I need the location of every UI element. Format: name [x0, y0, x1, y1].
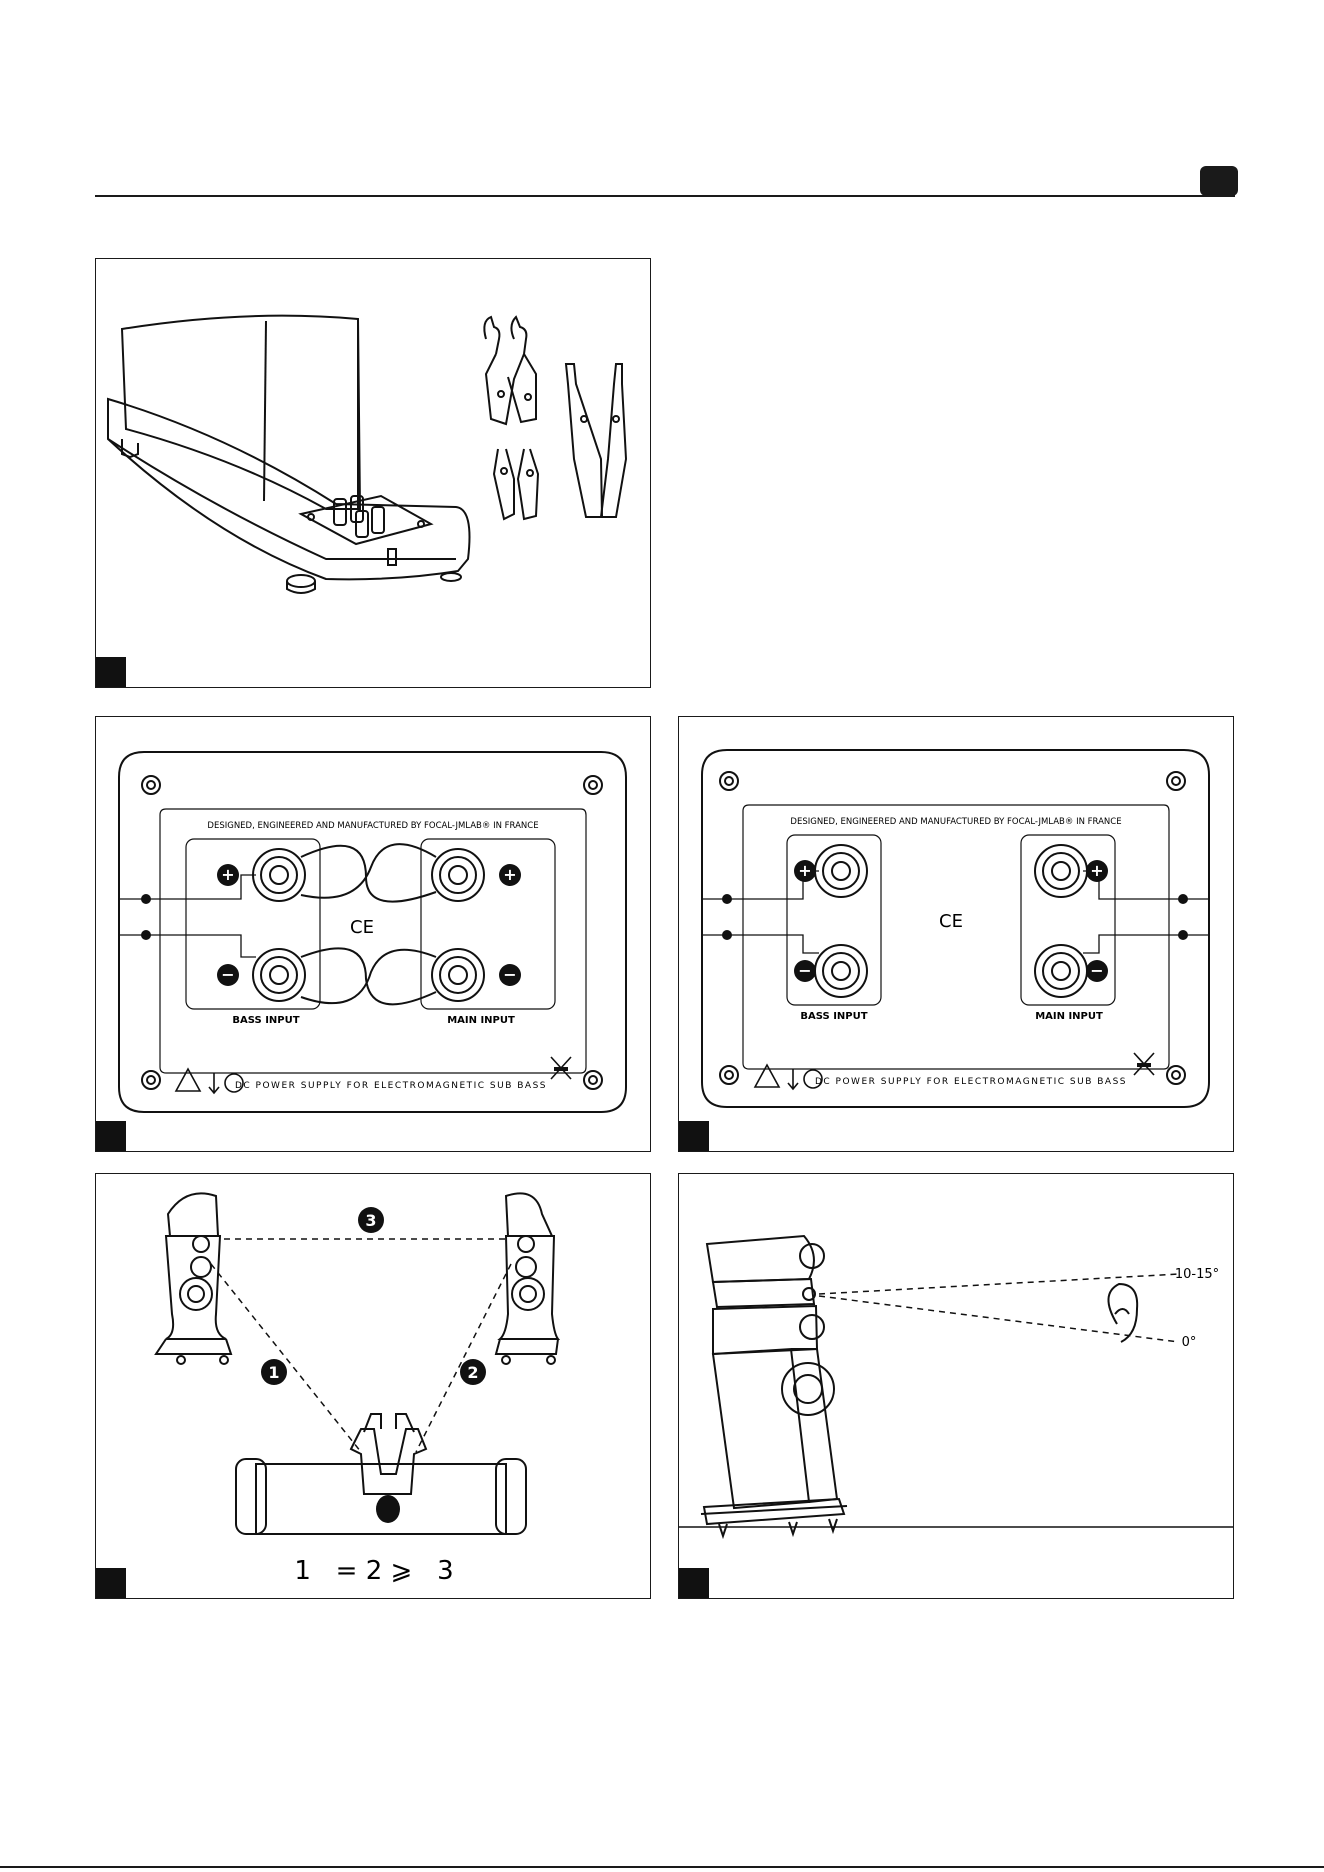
marker-3: 3: [365, 1211, 376, 1230]
speaker-base-illustration: [107, 314, 628, 594]
figure-listening-height: 10-15° 0°: [678, 1173, 1234, 1599]
plus-symbol: +: [1090, 861, 1103, 880]
minus-symbol: −: [221, 965, 234, 984]
marker-1: 1: [268, 1363, 279, 1382]
header-rule: [95, 195, 1235, 197]
minus-symbol: −: [503, 965, 516, 984]
ce-mark: CE: [350, 917, 374, 938]
minus-symbol: −: [1090, 961, 1103, 980]
listening-triangle-illustration: 3 1 2 1 = 2 ⩾ 3: [154, 1192, 561, 1586]
plate-header-text: DESIGNED, ENGINEERED AND MANUFACTURED BY…: [207, 821, 538, 831]
plus-symbol: +: [221, 865, 234, 884]
distance-formula: 1 = 2 ⩾ 3: [294, 1556, 453, 1586]
page-tab-marker: [1200, 166, 1238, 196]
figure-speaker-terminals: [95, 258, 651, 688]
plate-header-text: DESIGNED, ENGINEERED AND MANUFACTURED BY…: [790, 817, 1121, 827]
figure-number-tag: [96, 657, 126, 687]
figure-number-tag: [679, 1568, 709, 1598]
figure-number-tag: [96, 1121, 126, 1151]
marker-2: 2: [467, 1363, 478, 1382]
main-input-label: MAIN INPUT: [447, 1015, 515, 1026]
angle-bottom-label: 0°: [1182, 1335, 1197, 1350]
ce-mark: CE: [939, 911, 963, 932]
plate-footer-text: DC POWER SUPPLY FOR ELECTROMAGNETIC SUB …: [235, 1081, 547, 1091]
bass-input-label: BASS INPUT: [800, 1011, 867, 1022]
plus-symbol: +: [798, 861, 811, 880]
plus-symbol: +: [503, 865, 516, 884]
minus-symbol: −: [798, 961, 811, 980]
figure-terminal-plate-biwire: + − + − DESIGNED, ENGINEERED AND MANUFAC…: [678, 716, 1234, 1152]
listening-height-illustration: 10-15° 0°: [679, 1234, 1233, 1540]
terminal-plate-bridged-illustration: + − + − DESIGNED, ENGINEERED AND MANUFAC…: [118, 751, 627, 1113]
plate-footer-text: DC POWER SUPPLY FOR ELECTROMAGNETIC SUB …: [815, 1077, 1127, 1087]
figure-listening-triangle: 3 1 2 1 = 2 ⩾ 3: [95, 1173, 651, 1599]
figure-number-tag: [96, 1568, 126, 1598]
footer-rule: [0, 1866, 1324, 1868]
figure-terminal-plate-bridged: + − + − DESIGNED, ENGINEERED AND MANUFAC…: [95, 716, 651, 1152]
main-input-label: MAIN INPUT: [1035, 1011, 1103, 1022]
angle-top-label: 10-15°: [1175, 1267, 1219, 1282]
terminal-plate-biwire-illustration: + − + − DESIGNED, ENGINEERED AND MANUFAC…: [701, 749, 1210, 1108]
bass-input-label: BASS INPUT: [232, 1015, 299, 1026]
figure-number-tag: [679, 1121, 709, 1151]
